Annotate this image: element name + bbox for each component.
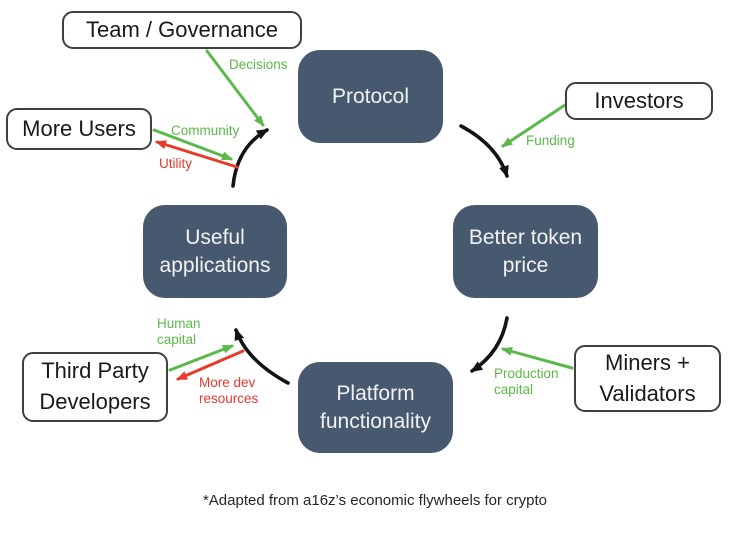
edge-label-community: Community xyxy=(171,123,240,138)
node-team-governance-label: Team / Governance xyxy=(86,16,278,42)
node-more-users: More Users xyxy=(6,108,152,150)
node-platform-functionality: Platform functionality xyxy=(298,362,453,453)
edge-label-more-dev-resources: More dev resources xyxy=(199,375,259,407)
arrow-human-capital xyxy=(168,344,234,372)
node-protocol-label: Protocol xyxy=(331,84,410,108)
flywheel-arc-top-right-down xyxy=(459,124,509,178)
node-investors-label: Investors xyxy=(594,87,684,113)
node-investors: Investors xyxy=(565,82,713,120)
node-platform-functionality-label: Platform functionality xyxy=(320,381,431,433)
node-miners-validators-label: Miners + Validators xyxy=(599,349,696,406)
node-team-governance: Team / Governance xyxy=(62,11,302,49)
node-protocol: Protocol xyxy=(298,50,443,143)
edge-label-production-capital: Production capital xyxy=(494,366,559,398)
node-more-users-label: More Users xyxy=(22,115,136,141)
node-useful-applications-label: Useful applications xyxy=(159,225,271,277)
node-miners-validators: Miners + Validators xyxy=(574,345,721,412)
edge-label-funding: Funding xyxy=(526,133,575,148)
node-third-party-developers-label: Third Party Developers xyxy=(39,358,151,414)
node-better-token-price: Better token price xyxy=(453,205,598,298)
node-useful-applications: Useful applications xyxy=(143,205,287,298)
edge-label-decisions: Decisions xyxy=(229,57,288,72)
caption: *Adapted from a16z’s economic flywheels … xyxy=(202,492,548,509)
edge-label-human-capital: Human capital xyxy=(157,316,201,348)
flywheel-arc-right-bottom-down xyxy=(470,316,509,373)
node-better-token-price-label: Better token price xyxy=(468,225,583,277)
edge-label-utility: Utility xyxy=(159,156,192,171)
node-third-party-developers: Third Party Developers xyxy=(22,352,168,422)
